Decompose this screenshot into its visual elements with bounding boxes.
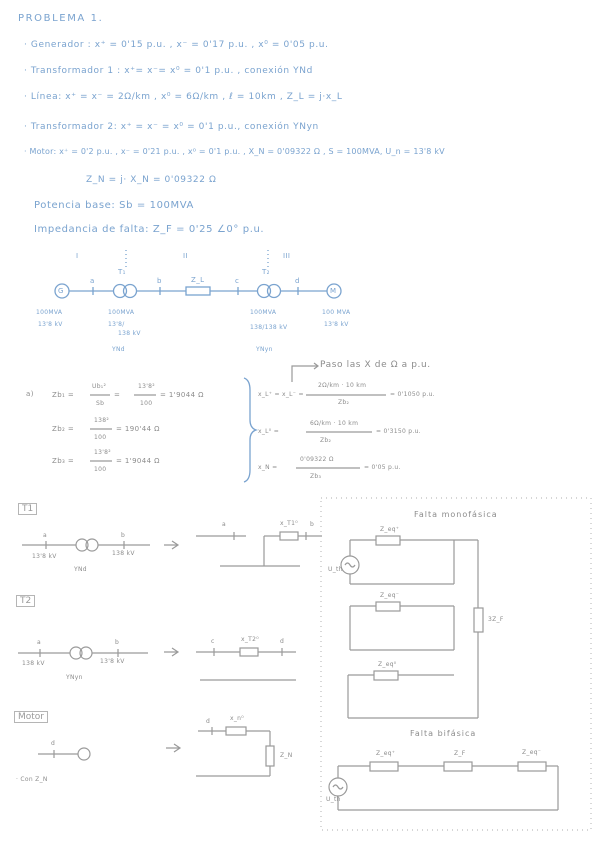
node-zl: Z_L: [191, 276, 205, 284]
node-c: c: [235, 277, 240, 285]
xl-pos-num: 2Ω/km · 10 km: [318, 382, 367, 389]
motor-eq-d: d: [206, 718, 211, 725]
motor-node-d: d: [51, 740, 56, 747]
node-m: M: [330, 287, 337, 295]
t2-section-label: T2: [16, 595, 36, 607]
motor-eq-zn: Z_N: [280, 752, 293, 759]
t1-rating: 100MVA: [108, 309, 135, 316]
t1-conn: YNd: [112, 346, 125, 353]
zb1-f1-num: Ub₁²: [92, 383, 107, 390]
zb1-lhs: Zb₁ =: [52, 391, 75, 399]
zb1-result: = 1'9044 Ω: [160, 391, 204, 399]
zb3-lhs: Zb₃ =: [52, 457, 75, 465]
gen-voltage: 13'8 kV: [38, 321, 63, 328]
zb1-f1-den: Sb: [96, 400, 105, 407]
bi-fault-title: Falta bifásica: [410, 729, 477, 738]
transformer2-data: · Transformador 2: x⁺ = x⁻ = x⁰ = 0'1 p.…: [24, 122, 319, 132]
t1-conn: YNd: [74, 566, 87, 573]
t1-eq-b: b: [310, 521, 315, 528]
xl-pos-lhs: x_L⁺ = x_L⁻ =: [258, 391, 304, 398]
bi-zeq-neg: Z_eq⁻: [522, 749, 542, 756]
zb1-f2-num: 13'8²: [138, 383, 156, 390]
line-data: · Línea: x⁺ = x⁻ = 2Ω/km , x⁰ = 6Ω/km , …: [24, 92, 343, 102]
motor-section-label: Motor: [14, 711, 49, 723]
t2-eq-x: x_T2⁰: [241, 636, 259, 643]
t1-node-a: a: [43, 532, 47, 539]
xl-zero-den: Zb₂: [320, 437, 332, 444]
bi-source-label: U_th: [326, 796, 341, 803]
zb3-num: 13'8²: [94, 449, 112, 456]
t2-left-kv: 138 kV: [22, 660, 45, 667]
mono-source-label: U_th: [328, 566, 343, 573]
t1-ratio-a: 13'8/: [108, 321, 125, 328]
zn-data: Z_N = j· X_N = 0'09322 Ω: [86, 175, 217, 185]
mono-zf-label: 3Z_F: [488, 616, 504, 623]
node-d: d: [295, 277, 300, 285]
node-t1: T₁: [118, 268, 126, 276]
xn-den: Zb₃: [310, 473, 322, 480]
zb1-f2-den: 100: [140, 400, 153, 407]
t2-eq-c: c: [211, 638, 215, 645]
xl-pos-den: Zb₂: [338, 399, 350, 406]
zone-3: III: [283, 252, 291, 260]
generator-data: · Generador : x⁺ = 0'15 p.u. , x⁻ = 0'17…: [24, 40, 329, 50]
t2-node-a: a: [37, 639, 41, 646]
motor-data: · Motor: x⁺ = 0'2 p.u. , x⁻ = 0'21 p.u. …: [24, 147, 445, 156]
motor-voltage: 13'8 kV: [324, 321, 349, 328]
motor-eq-x: x_n⁰: [230, 715, 244, 722]
pu-note: Paso las X de Ω a p.u.: [320, 360, 431, 370]
t1-ratio-b: 138 kV: [118, 330, 141, 337]
xl-zero-lhs: x_L⁰ =: [258, 428, 280, 435]
part-a-label: a): [26, 390, 34, 398]
xl-zero-num: 6Ω/km · 10 km: [310, 420, 359, 427]
node-a: a: [90, 277, 95, 285]
mono-zeq-neg: Z_eq⁻: [380, 592, 400, 599]
t1-left-kv: 13'8 kV: [32, 553, 57, 560]
t1-eq-x: x_T1⁰: [280, 520, 298, 527]
gen-rating: 100MVA: [36, 309, 63, 316]
zb2-lhs: Zb₂ =: [52, 425, 75, 433]
t2-eq-d: d: [280, 638, 285, 645]
xl-pos-result: = 0'1050 p.u.: [390, 391, 435, 398]
zb1-eq: =: [114, 391, 121, 399]
motor-note: · Con Z_N: [16, 776, 48, 783]
xl-zero-result: = 0'3150 p.u.: [376, 428, 421, 435]
zb2-den: 100: [94, 434, 107, 441]
zone-1: I: [76, 252, 79, 260]
zb2-result: = 190'44 Ω: [116, 425, 160, 433]
fault-impedance: Impedancia de falta: Z_F = 0'25 ∠0° p.u.: [34, 224, 265, 235]
t2-ratio: 138/138 kV: [250, 324, 288, 331]
bi-zeq-pos: Z_eq⁺: [376, 750, 396, 757]
bi-zf: Z_F: [454, 750, 466, 757]
t1-eq-a: a: [222, 521, 226, 528]
node-t2: T₂: [262, 268, 270, 276]
base-power: Potencia base: Sb = 100MVA: [34, 200, 194, 211]
node-g: G: [58, 287, 64, 295]
t2-conn: YNyn: [66, 674, 83, 681]
zb3-den: 100: [94, 466, 107, 473]
transformer1-data: · Transformador 1 : x⁺= x⁻= x⁰ = 0'1 p.u…: [24, 66, 313, 76]
t1-section-label: T1: [18, 503, 38, 515]
t2-rating: 100MVA: [250, 309, 277, 316]
problem-title: PROBLEMA 1.: [18, 13, 104, 24]
motor-rating: 100 MVA: [322, 309, 351, 316]
t1-node-b: b: [121, 532, 126, 539]
t2-conn: YNyn: [256, 346, 273, 353]
mono-zeq-zero: Z_eq⁰: [378, 661, 397, 668]
zone-2: II: [183, 252, 188, 260]
zb2-num: 138²: [94, 417, 110, 424]
t2-right-kv: 13'8 kV: [100, 658, 125, 665]
mono-fault-title: Falta monofásica: [414, 510, 498, 519]
zb3-result: = 1'9044 Ω: [116, 457, 160, 465]
t1-right-kv: 138 kV: [112, 550, 135, 557]
t2-node-b: b: [115, 639, 120, 646]
mono-zeq-pos: Z_eq⁺: [380, 526, 400, 533]
node-b: b: [157, 277, 162, 285]
xn-num: 0'09322 Ω: [300, 456, 334, 463]
xn-lhs: x_N =: [258, 464, 278, 471]
xn-result: = 0'05 p.u.: [364, 464, 401, 471]
